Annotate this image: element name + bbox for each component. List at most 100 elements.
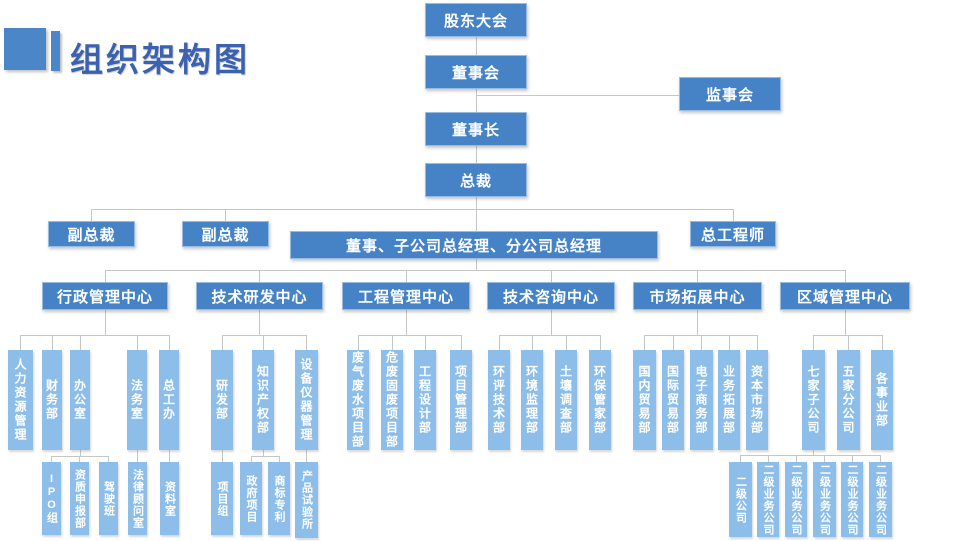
org-node-center-consult: 技术咨询中心	[487, 282, 615, 310]
org-node-center-rnd: 技术研发中心	[196, 282, 323, 310]
connector-line	[263, 335, 264, 350]
connector-line	[532, 335, 533, 350]
connector-line	[358, 335, 359, 350]
connector-line	[251, 456, 279, 457]
connector-line	[757, 335, 758, 350]
org-node-eng-design: 工程设计部	[414, 350, 436, 450]
org-node-rd: 研发部	[211, 350, 233, 450]
org-node-trademark: 商标专利	[268, 462, 290, 535]
connector-line	[566, 335, 567, 350]
org-node-hr: 人力资源管理	[8, 350, 33, 450]
connector-line	[476, 259, 477, 270]
org-node-president: 总裁	[425, 163, 527, 197]
org-node-divisions: 各事业部	[871, 350, 893, 450]
org-node-domestic-trade: 国内贸易部	[633, 350, 656, 450]
connector-line	[79, 456, 80, 462]
org-node-env-steward: 环保管家部	[589, 350, 611, 450]
org-node-center-market: 市场拓展中心	[633, 282, 762, 310]
connector-line	[852, 455, 853, 462]
connector-line	[824, 455, 825, 462]
org-node-sec-biz-4: 二级业务公司	[841, 462, 863, 537]
connector-line	[600, 335, 601, 350]
connector-line	[701, 335, 702, 350]
connector-line	[137, 335, 138, 350]
org-node-sec-company: 二级公司	[729, 462, 752, 537]
connector-line	[259, 270, 260, 282]
org-node-soil: 土壤调查部	[555, 350, 577, 450]
org-node-center-region: 区域管理中心	[780, 282, 910, 310]
connector-line	[108, 456, 109, 462]
connector-line	[845, 310, 846, 335]
connector-line	[476, 209, 477, 231]
connector-line	[813, 335, 814, 350]
org-node-finance: 财务部	[42, 350, 62, 450]
connector-line	[263, 450, 264, 456]
connector-line	[673, 335, 674, 350]
connector-line	[105, 270, 106, 282]
page-title: 组织架构图	[70, 41, 250, 78]
org-node-archive: 资料室	[160, 462, 179, 535]
connector-line	[169, 450, 170, 462]
connector-line	[91, 209, 92, 221]
connector-line	[222, 450, 223, 462]
connector-line	[406, 310, 407, 335]
org-node-driver: 驾驶班	[99, 462, 118, 535]
connector-line	[306, 450, 307, 462]
org-node-ipo: IPO组	[42, 462, 61, 535]
org-node-center-eng: 工程管理中心	[342, 282, 470, 310]
connector-line	[406, 270, 407, 282]
connector-line	[697, 270, 698, 282]
org-node-board: 董事会	[425, 55, 527, 89]
connector-line	[813, 450, 814, 455]
connector-line	[848, 335, 849, 350]
connector-line	[729, 335, 730, 350]
org-node-env-supervision: 环境监理部	[521, 350, 543, 450]
connector-line	[222, 335, 223, 350]
org-node-proj-mgmt: 项目管理部	[450, 350, 472, 450]
connector-line	[740, 455, 741, 462]
org-node-ip: 知识产权部	[252, 350, 274, 450]
connector-line	[697, 310, 698, 335]
org-node-gov-project: 政府项目	[240, 462, 262, 535]
connector-line	[476, 197, 477, 209]
connector-line	[551, 310, 552, 335]
org-node-shareholders: 股东大会	[425, 3, 527, 37]
connector-line	[306, 335, 307, 350]
connector-line	[461, 335, 462, 350]
connector-line	[51, 456, 52, 462]
connector-line	[644, 335, 757, 336]
org-node-vp1: 副总裁	[48, 221, 135, 247]
connector-line	[279, 456, 280, 462]
connector-line	[105, 310, 106, 335]
org-node-equip: 设备仪器管理	[295, 350, 318, 450]
connector-line	[551, 270, 552, 282]
connector-line	[813, 335, 882, 336]
connector-line	[222, 335, 307, 336]
org-node-five-branches: 五家分公司	[837, 350, 860, 450]
connector-line	[733, 209, 734, 221]
org-node-office: 办公室	[70, 350, 90, 450]
connector-line	[880, 455, 881, 462]
connector-line	[499, 335, 500, 350]
org-node-sec-biz-3: 二级业务公司	[813, 462, 836, 537]
org-node-hazardous: 危废固废项目部	[381, 350, 403, 450]
connector-line	[476, 37, 477, 55]
org-node-legal: 法务室	[127, 350, 147, 450]
connector-line	[52, 335, 53, 350]
org-node-eia: 环评技术部	[488, 350, 510, 450]
connector-line	[259, 310, 260, 335]
connector-line	[882, 335, 883, 350]
org-node-center-admin: 行政管理中心	[42, 282, 168, 310]
org-node-capital: 资本市场部	[746, 350, 768, 450]
connector-line	[425, 335, 426, 350]
connector-line	[392, 335, 393, 350]
connector-line	[358, 335, 461, 336]
org-node-chief-engineer: 总工程师	[690, 221, 776, 247]
org-node-seven-subs: 七家子公司	[802, 350, 825, 450]
connector-line	[768, 455, 769, 462]
connector-line	[476, 89, 477, 112]
connector-line	[796, 455, 797, 462]
connector-line	[845, 270, 846, 282]
org-node-intl-trade: 国际贸易部	[662, 350, 684, 450]
